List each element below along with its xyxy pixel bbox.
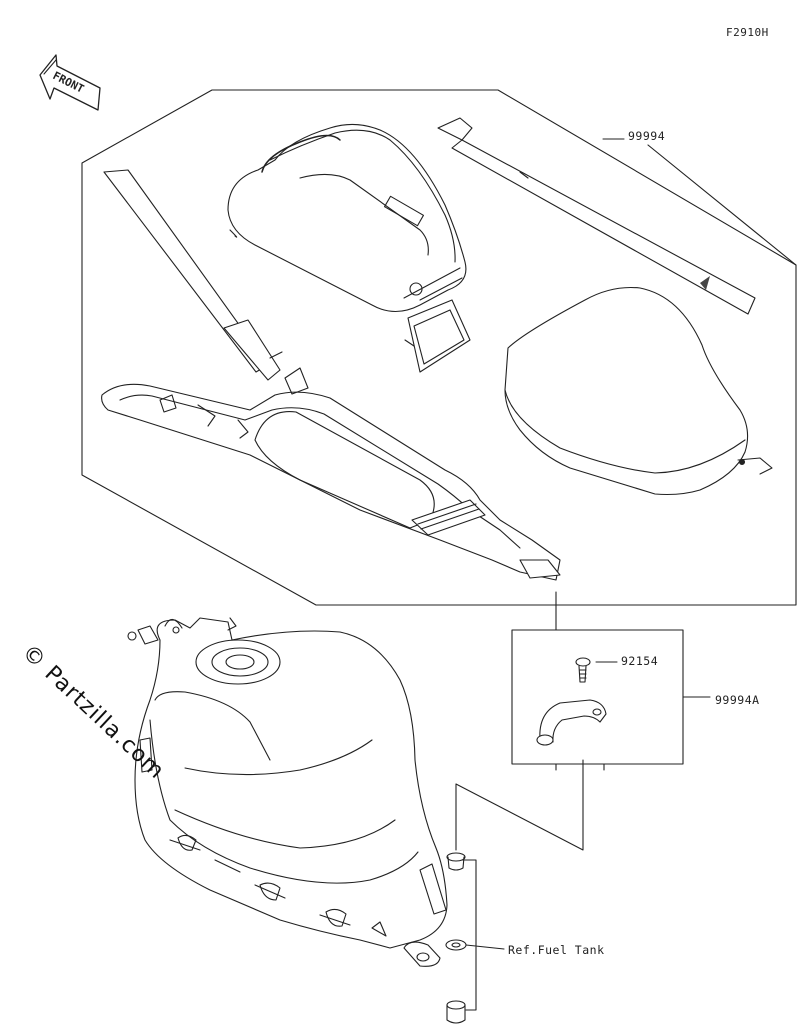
front-arrow-icon: FRONT: [39, 54, 101, 111]
leader-ref-fuel-tank: [461, 859, 505, 1011]
leader-99994: [602, 138, 797, 266]
fuel-tank: [127, 617, 448, 967]
tank-bag-base: [101, 169, 561, 581]
seat-cover: [504, 286, 773, 496]
callout-99994: 99994: [628, 129, 666, 143]
bolt-92154: [575, 657, 591, 683]
bracket-kit-outline: [511, 629, 684, 765]
leader-bracket-hardware: [455, 759, 584, 851]
callout-ref-fuel-tank: Ref.Fuel Tank: [508, 943, 605, 957]
grommet-upper: [446, 852, 466, 871]
callout-92154: 92154: [621, 654, 659, 668]
grommet-lower: [446, 1000, 466, 1024]
kit-outline: [81, 89, 797, 606]
figure-code: F2910H: [726, 26, 769, 39]
callout-99994a: 99994A: [715, 693, 760, 707]
strap: [437, 117, 756, 315]
bracket: [536, 699, 607, 746]
tank-bag: [227, 123, 471, 373]
grommet-middle: [445, 939, 467, 951]
